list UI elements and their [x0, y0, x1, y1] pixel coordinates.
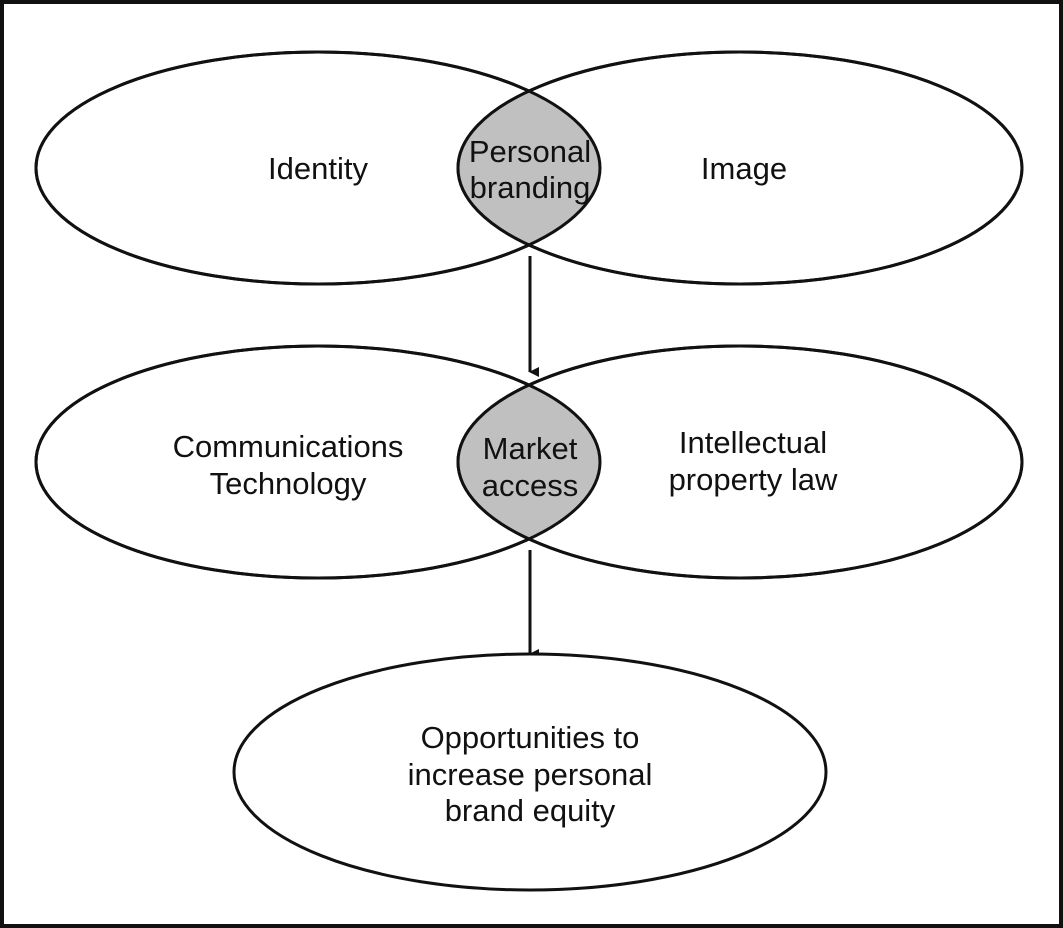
intellectual-property-label-line-1: Intellectual [679, 425, 827, 460]
image-label: Image [701, 151, 787, 186]
communications-label-line-2: Technology [210, 466, 367, 501]
intellectual-property-outline [456, 344, 1024, 580]
communications-label-line-1: Communications [173, 429, 404, 464]
outcome-node: Opportunities to increase personal brand… [232, 652, 828, 892]
opportunities-ellipse [232, 652, 828, 892]
market-access-label-line-1: Market [483, 431, 578, 466]
identity-ellipse-outline [34, 50, 602, 286]
market-access-label-line-2: access [482, 468, 578, 503]
opportunities-label-line-1: Opportunities to [421, 720, 640, 755]
identity-label: Identity [268, 151, 368, 186]
personal-branding-label-line-1: Personal [469, 134, 591, 169]
top-venn: Identity Image Personal branding [34, 50, 1024, 286]
intellectual-property-label-line-2: property law [669, 462, 838, 497]
personal-branding-label-line-2: branding [470, 170, 591, 205]
middle-venn: Communications Technology Intellectual p… [34, 344, 1024, 580]
communications-technology-outline [34, 344, 602, 580]
image-ellipse-outline [456, 50, 1024, 286]
opportunities-label-line-2: increase personal [408, 757, 653, 792]
opportunities-label-line-3: brand equity [445, 793, 616, 828]
